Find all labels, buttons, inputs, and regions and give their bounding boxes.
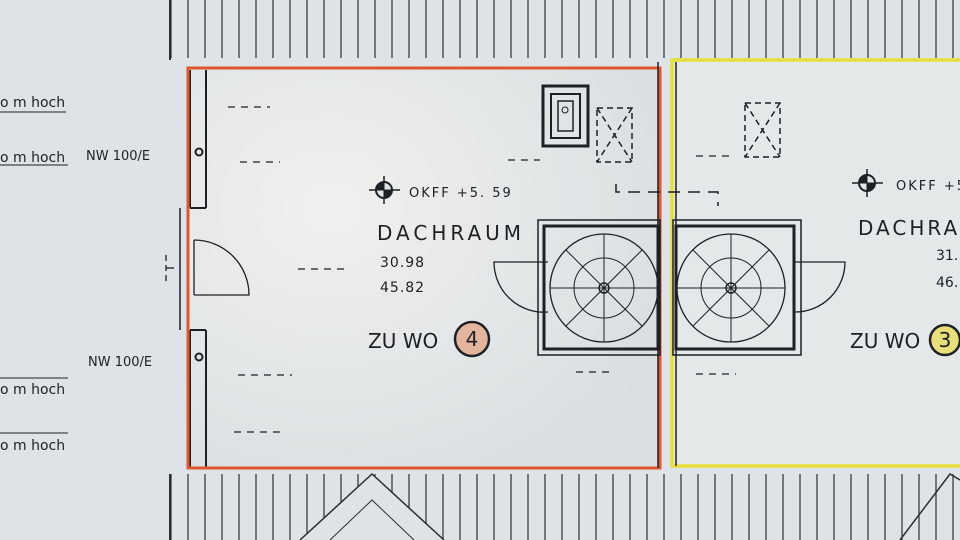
room-label-wo3: OKFF +5 DACHRAU 31. 46. ZU WO 3 [850, 169, 960, 357]
level-label: OKFF +5 [896, 179, 960, 194]
spiral-stair-icon [493, 219, 661, 356]
spiral-stair-icon [672, 219, 846, 356]
height-label: o m hoch [0, 382, 65, 398]
unit-label: ZU WO [368, 329, 438, 353]
room-value: 31. [936, 248, 958, 264]
unit-badge [453, 320, 491, 358]
pipe-label: NW 100/E [86, 149, 150, 164]
room-value: 46. [936, 275, 958, 291]
level-marker-icon [852, 169, 883, 197]
chimney-icon [541, 84, 590, 148]
room-value: 45.82 [380, 280, 425, 296]
height-label: o m hoch [0, 438, 65, 454]
roof-hatching-bottom [169, 472, 960, 540]
height-annotations: o m hoch o m hoch o m hoch o m hoch NW 1… [0, 95, 152, 454]
pipe-label: NW 100/E [88, 355, 152, 370]
unit-badge [928, 323, 960, 357]
door-swing [165, 239, 250, 296]
room-name: DACHRAUM [377, 221, 525, 245]
unit-number: 3 [939, 328, 952, 352]
level-label: OKFF +5. 59 [409, 186, 513, 201]
left-wall [179, 70, 207, 468]
height-label: o m hoch [0, 150, 65, 166]
dashed-marks [228, 106, 736, 433]
height-label: o m hoch [0, 95, 65, 111]
unit-number: 4 [466, 327, 479, 351]
room-value: 30.98 [380, 255, 425, 271]
room-outline-wo3 [670, 58, 960, 468]
unit-label: ZU WO [850, 329, 920, 353]
roof-hatching-top [169, 0, 960, 60]
room-label-wo4: OKFF +5. 59 DACHRAUM 30.98 45.82 ZU WO 4 [368, 176, 525, 358]
room-name: DACHRAU [858, 216, 960, 240]
skylight-icon [596, 102, 781, 163]
level-marker-icon [369, 176, 400, 204]
